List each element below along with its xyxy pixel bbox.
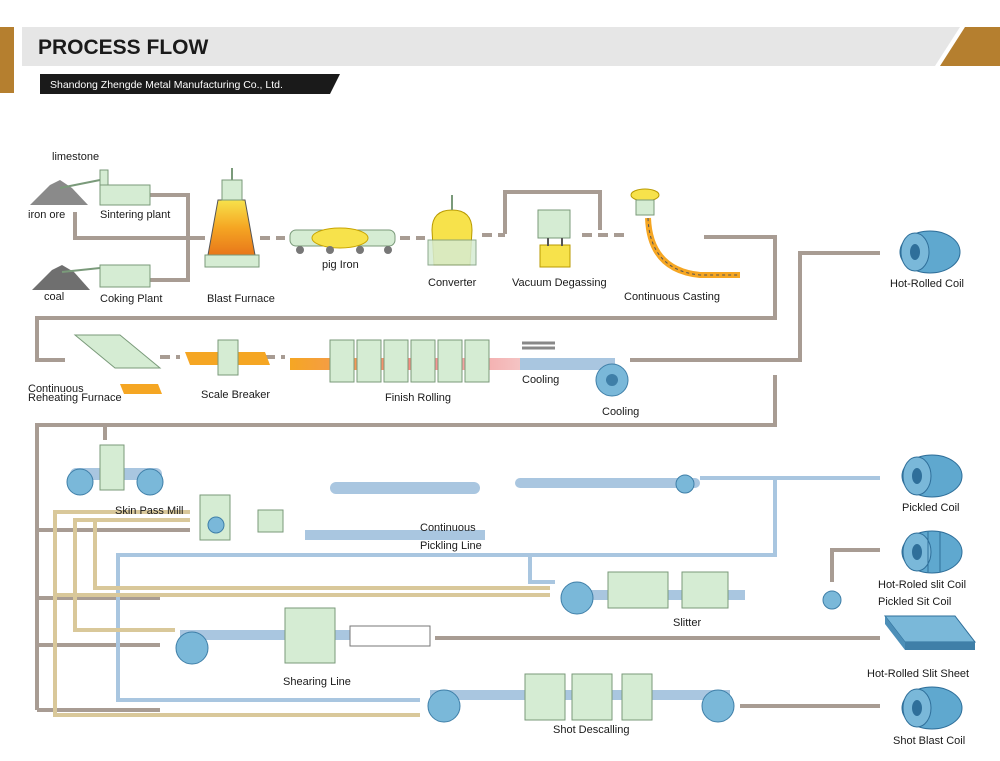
label-pickled-coil: Pickled Coil xyxy=(902,502,959,514)
labels: limestone iron ore Sintering plant coal … xyxy=(28,151,969,747)
shearing-line xyxy=(175,607,431,665)
label-slit-sheet: Hot-Rolled Slit Sheet xyxy=(867,668,969,680)
cooling-section xyxy=(520,341,629,397)
product-shot-blast-coil xyxy=(901,686,963,730)
label-limestone: limestone xyxy=(52,151,99,163)
label-finish-rolling: Finish Rolling xyxy=(385,392,451,404)
product-slit-coil xyxy=(901,530,963,574)
flow-lines-dashed xyxy=(160,233,625,359)
product-pickled-coil xyxy=(901,454,963,498)
label-cooling-1: Cooling xyxy=(522,374,559,386)
label-slitter: Slitter xyxy=(673,617,701,629)
flow-lines-tan xyxy=(53,510,550,717)
iron-ore-pile xyxy=(30,180,88,205)
label-blast-furnace: Blast Furnace xyxy=(207,293,275,305)
label-shot-blast-coil: Shot Blast Coil xyxy=(893,735,965,747)
continuous-casting xyxy=(630,188,740,278)
label-reheating-furnace-2: Reheating Furnace xyxy=(28,392,122,404)
product-hot-rolled-coil xyxy=(899,230,961,274)
coal-pile xyxy=(32,265,90,290)
label-pig-iron: pig Iron xyxy=(322,259,359,271)
header-right-accent xyxy=(940,27,1000,66)
coking-plant xyxy=(32,264,151,290)
pickling-line xyxy=(199,474,700,541)
label-vacuum-degassing: Vacuum Degassing xyxy=(512,277,607,289)
header-left-accent xyxy=(0,27,14,93)
page-title: PROCESS FLOW xyxy=(38,36,209,59)
slitter-line xyxy=(560,571,842,615)
reheating-furnace xyxy=(73,334,162,394)
flow-lines-brown xyxy=(35,190,880,712)
header: PROCESS FLOW Shandong Zhengde Metal Manu… xyxy=(0,27,1000,94)
header-title-bar xyxy=(22,27,960,66)
scale-breaker xyxy=(185,339,270,376)
vacuum-degassing xyxy=(537,209,571,268)
label-coal: coal xyxy=(44,291,64,303)
label-converter: Converter xyxy=(428,277,477,289)
label-cooling-2: Cooling xyxy=(602,406,639,418)
pig-iron-car xyxy=(289,227,396,254)
label-reheating-furnace-1: Continuous xyxy=(28,383,84,395)
label-slit-coil-2: Pickled Sit Coil xyxy=(878,596,951,608)
skin-pass-mill xyxy=(66,444,164,496)
label-slit-coil-1: Hot-Roled slit Coil xyxy=(878,579,966,591)
label-iron-ore: iron ore xyxy=(28,209,65,221)
shot-descalling-line xyxy=(427,673,735,723)
label-continuous-casting: Continuous Casting xyxy=(624,291,720,303)
label-sintering-plant: Sintering plant xyxy=(100,209,170,221)
label-shearing-line: Shearing Line xyxy=(283,676,351,688)
finish-rolling-mills xyxy=(290,339,525,383)
converter xyxy=(427,195,477,266)
label-scale-breaker: Scale Breaker xyxy=(201,389,270,401)
label-coking-plant: Coking Plant xyxy=(100,293,162,305)
label-pickling-line-1: Continuous xyxy=(420,522,476,534)
label-pickling-line-2: Pickling Line xyxy=(420,540,482,552)
label-shot-descalling: Shot Descalling xyxy=(553,724,629,736)
blast-furnace xyxy=(204,168,260,268)
label-skin-pass-mill: Skin Pass Mill xyxy=(115,505,183,517)
label-hot-rolled-coil: Hot-Rolled Coil xyxy=(890,278,964,290)
subtitle-bar xyxy=(40,74,340,94)
flow-lines-blue xyxy=(116,476,880,702)
page-subtitle: Shandong Zhengde Metal Manufacturing Co.… xyxy=(50,79,283,91)
product-slit-sheet xyxy=(883,615,977,650)
sintering-plant xyxy=(30,169,151,206)
